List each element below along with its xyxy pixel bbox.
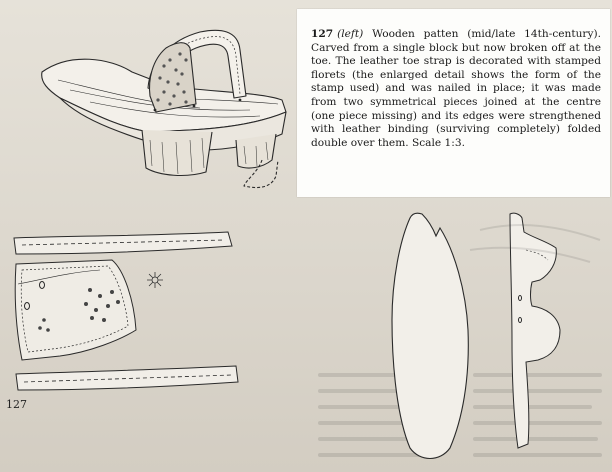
floret-stamp-detail: [147, 272, 163, 288]
caption-box: [297, 9, 610, 197]
sole-outline: [391, 212, 469, 460]
bleed-through-drawing: [469, 224, 601, 263]
caption-text: Wooden patten (mid/late 14th-century). C…: [311, 28, 601, 149]
binding-strip-top: [13, 231, 233, 255]
caption-number: 127: [311, 28, 334, 40]
figure-number: 127: [6, 398, 27, 411]
patten-illustration: [41, 29, 287, 189]
decorated-strap-panel: [14, 259, 163, 361]
binding-strip-bottom: [15, 365, 239, 391]
bleed-through-text: [318, 373, 602, 457]
caption-position: (left): [337, 28, 364, 40]
side-profile: [509, 212, 561, 449]
figure-caption: 127(left) Wooden patten (mid/late 14th-c…: [311, 28, 601, 150]
